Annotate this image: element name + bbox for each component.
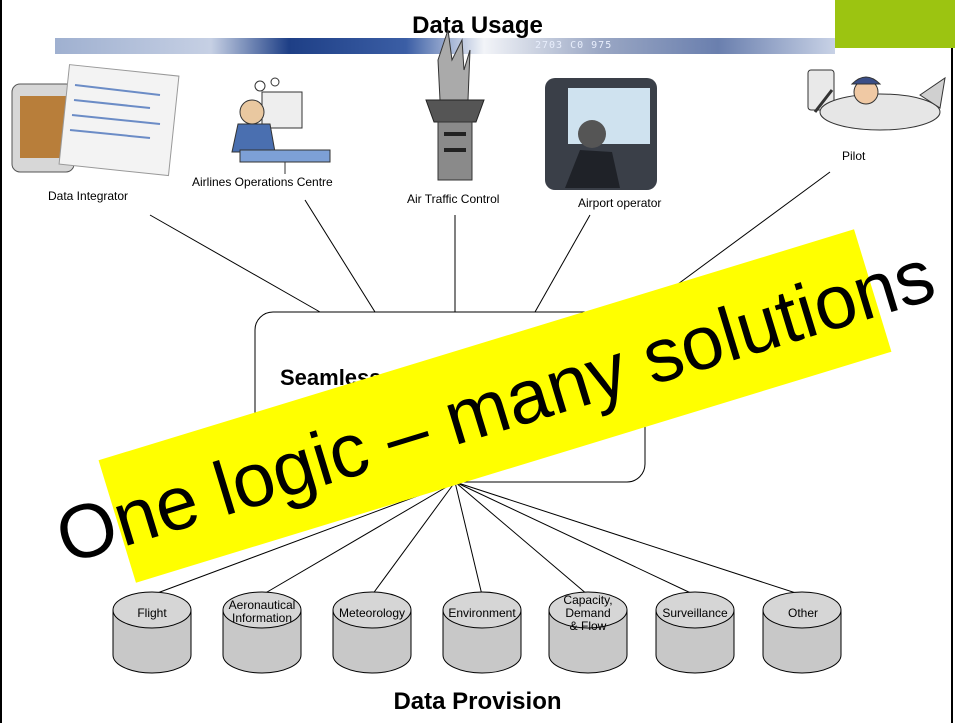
- data-usage-title: Data Usage: [412, 12, 543, 39]
- db-label-meteorology: Meteorology: [338, 606, 406, 620]
- database-cylinder: [762, 591, 842, 674]
- database-cylinder: [332, 591, 412, 674]
- user-label-airport: Airport operator: [578, 196, 662, 210]
- db-label-other: Other: [787, 606, 818, 620]
- accent-block: [835, 0, 955, 48]
- tablet-icon: [11, 64, 180, 177]
- data-provision-title: Data Provision: [393, 688, 562, 715]
- db-label-surveillance: Surveillance: [662, 606, 728, 620]
- db-label-flight: Flight: [137, 606, 167, 620]
- cylinder-top: [442, 591, 522, 629]
- database-cylinder: [442, 591, 522, 674]
- user-label-data-integrator: Data Integrator: [48, 189, 129, 203]
- user-label-airlines: Airlines Operations Centre: [192, 175, 333, 189]
- db-label-aeronautical: Aeronautical Information: [228, 598, 296, 625]
- operator-icon: [545, 78, 657, 190]
- database-cylinder: [655, 591, 735, 674]
- database-cylinder: [222, 591, 302, 674]
- user-label-atc: Air Traffic Control: [407, 192, 500, 206]
- db-label-capacity: Capacity, Demand & Flow: [563, 593, 613, 633]
- cylinder-top: [762, 591, 842, 629]
- connector-airlines: [304, 199, 376, 313]
- cylinder-top: [222, 591, 302, 629]
- cylinder-top: [332, 591, 412, 629]
- cylinder-top: [548, 591, 628, 629]
- control-tower-icon: [425, 29, 485, 181]
- connector-airport: [534, 214, 591, 313]
- database-cylinder: [112, 591, 192, 674]
- user-label-pilot: Pilot: [842, 149, 866, 163]
- banner-tag: 2703 C0 975: [535, 40, 613, 51]
- cylinder-top: [655, 591, 735, 629]
- database-cylinder: [548, 591, 628, 674]
- cylinder-top: [112, 591, 192, 629]
- provision-connectors: [151, 481, 803, 596]
- db-label-environment: Environment: [448, 606, 516, 620]
- office-worker-icon: [231, 77, 331, 174]
- pilot-plane-icon: [807, 69, 946, 131]
- connector-data-integrator: [149, 214, 321, 313]
